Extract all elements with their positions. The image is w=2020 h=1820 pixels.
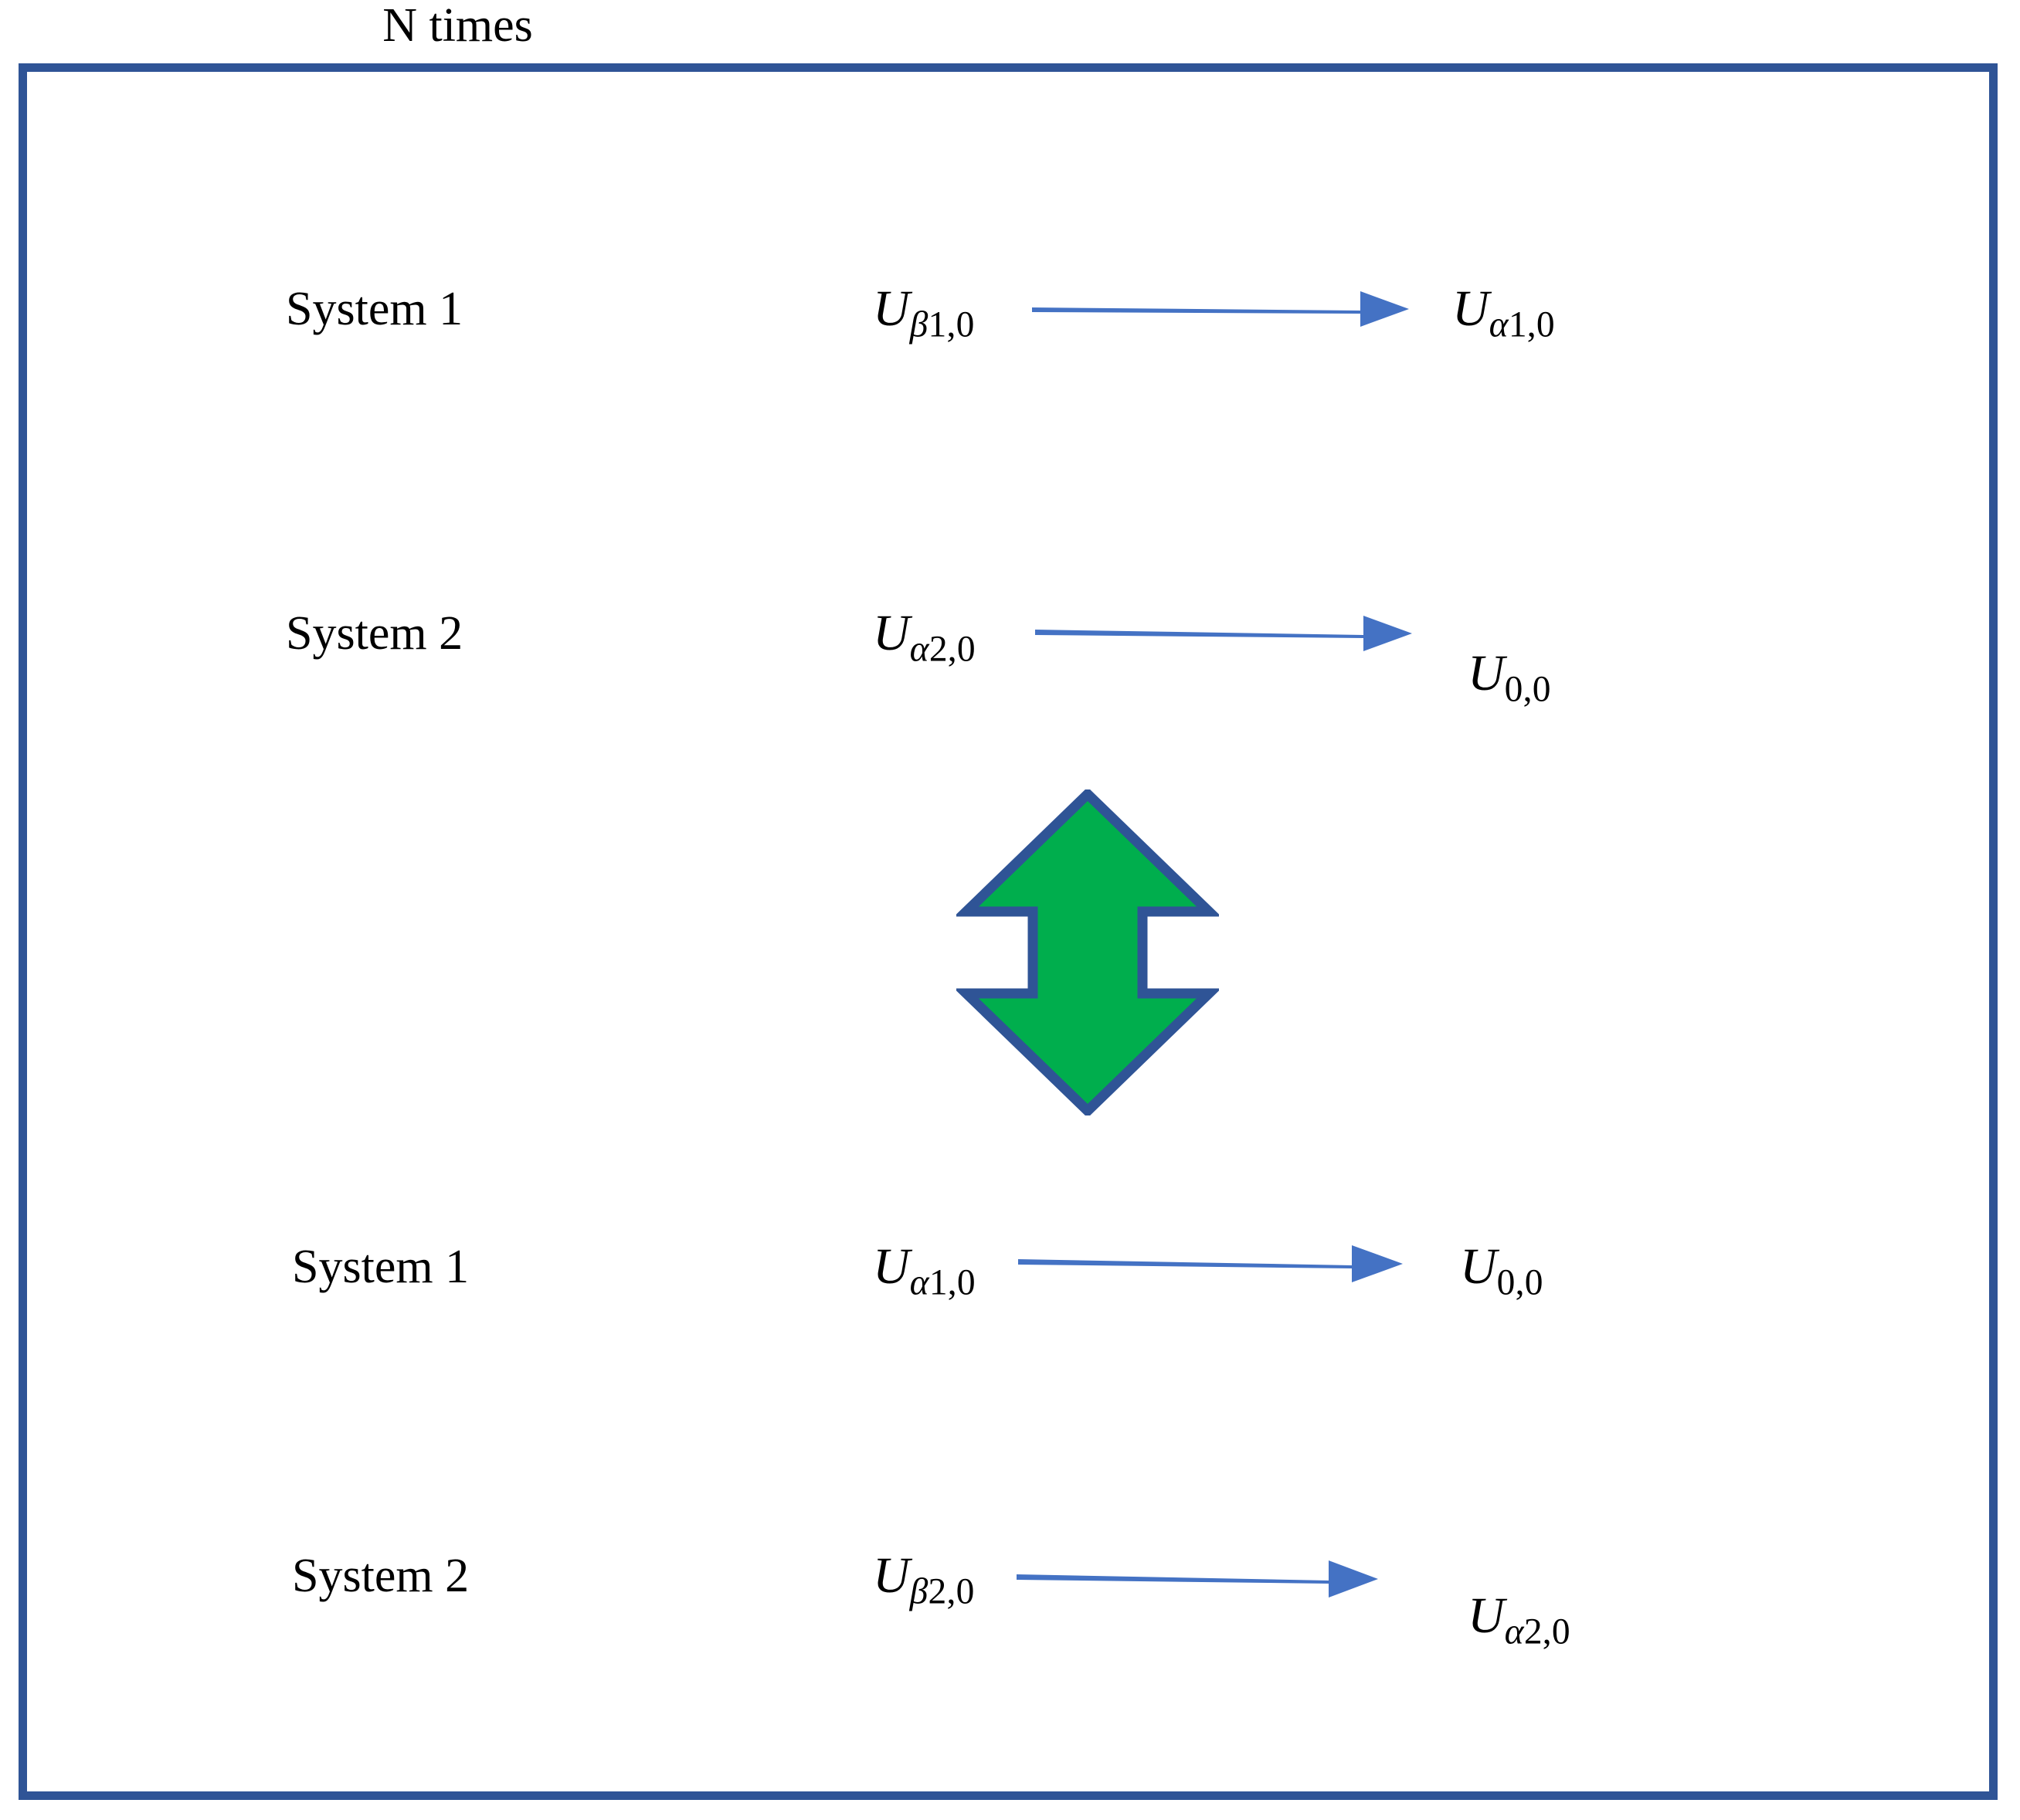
target-term: Uα2,0 [1468,1554,1570,1693]
row-system-1-top: System 1 Uβ1,0 Uα1,0 [0,247,2020,371]
source-term-sub-greek: α [909,1262,929,1303]
target-term-base: U [1468,1587,1505,1644]
source-term-base: U [873,605,910,661]
target-term: Uα1,0 [1452,247,1555,386]
source-term: Uα2,0 [873,572,976,711]
row-system-2-top: System 2 Uα2,0 U0,0 [0,572,2020,709]
target-term-base: U [1452,280,1489,337]
target-term-sub-rest: 0,0 [1504,669,1551,710]
target-term-sub-greek: α [1489,304,1509,345]
system-label: System 1 [292,1241,470,1293]
right-arrow-icon [1035,606,1414,660]
target-term-sub-rest: 1,0 [1508,304,1555,345]
source-term-sub-rest: 1,0 [929,1262,976,1303]
page-title: N times [382,0,533,52]
row-system-2-bottom: System 2 Uβ2,0 Uα2,0 [0,1514,2020,1652]
target-term-base: U [1468,645,1505,701]
source-term: Uα1,0 [873,1205,976,1344]
system-label: System 1 [286,283,463,335]
target-term: U0,0 [1460,1205,1543,1344]
right-arrow-icon [1018,1238,1404,1292]
source-term-sub-rest: 1,0 [928,304,975,345]
system-label: System 2 [286,607,463,660]
target-term-base: U [1460,1238,1497,1295]
source-term-sub-rest: 2,0 [929,629,976,670]
right-arrow-icon [1017,1553,1380,1607]
target-term-sub-greek: α [1504,1611,1524,1652]
system-label: System 2 [292,1550,470,1602]
source-term-sub-rest: 2,0 [928,1571,975,1612]
source-term: Uβ1,0 [873,247,975,386]
source-term-base: U [873,1547,910,1604]
outer-frame-box [19,63,1998,1800]
row-system-1-bottom: System 1 Uα1,0 U0,0 [0,1205,2020,1329]
source-term-sub-greek: α [909,629,929,670]
source-term-base: U [873,280,910,337]
target-term: U0,0 [1468,612,1551,751]
green-up-down-double-arrow-icon [956,789,1219,1115]
source-term-base: U [873,1238,910,1295]
source-term-sub-greek: β [909,1571,929,1612]
source-term-sub-greek: β [909,304,929,345]
target-term-sub-rest: 2,0 [1523,1611,1570,1652]
source-term: Uβ2,0 [873,1514,975,1653]
right-arrow-icon [1032,282,1411,336]
target-term-sub-rest: 0,0 [1496,1262,1543,1303]
